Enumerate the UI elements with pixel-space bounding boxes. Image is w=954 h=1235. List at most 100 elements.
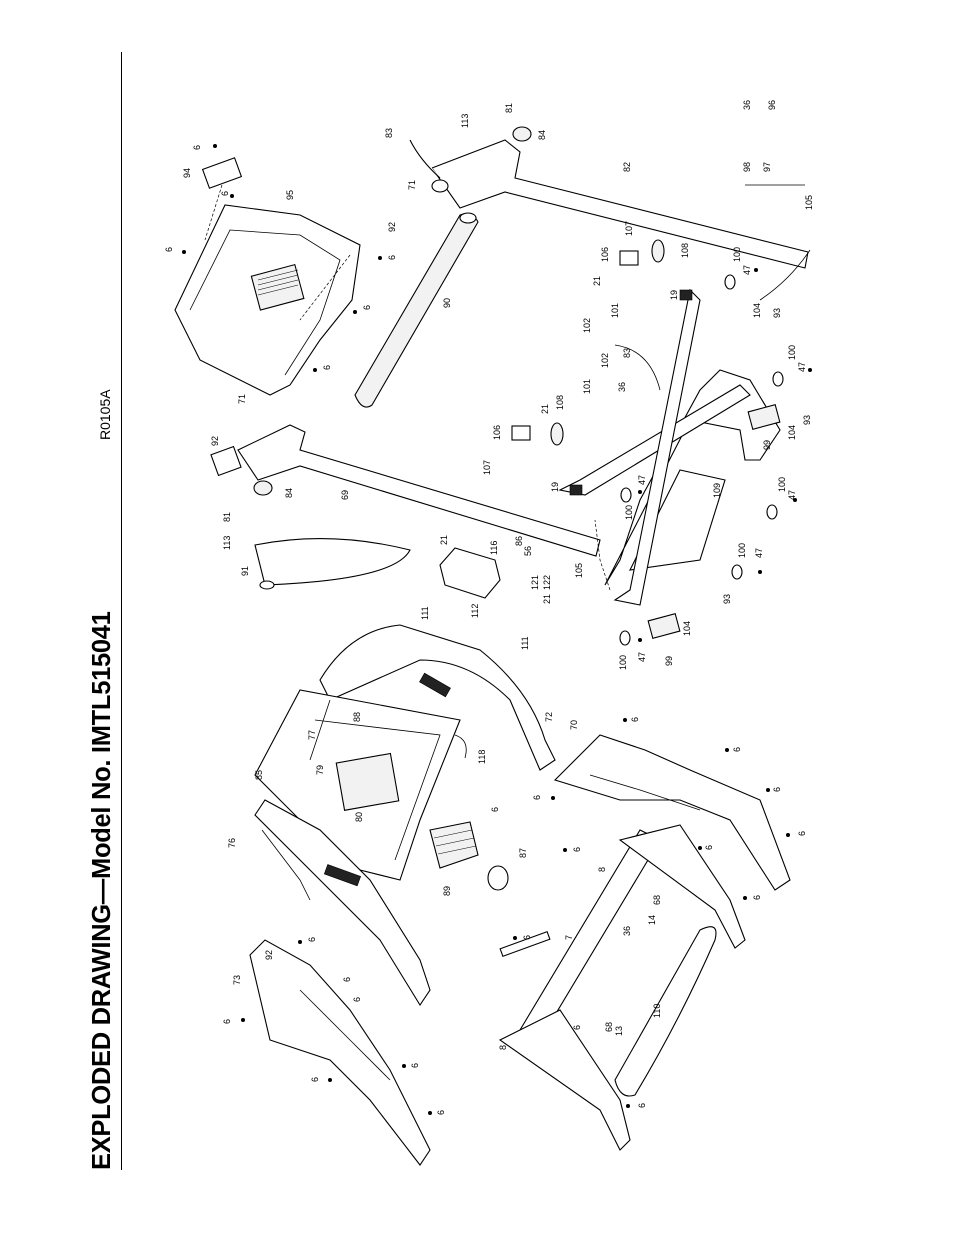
wire-83-lower [614,344,661,391]
callout-118: 118 [477,750,487,764]
callout-96: 96 [767,100,777,110]
callout-71: 71 [407,180,417,190]
wheel-100-d [766,504,778,520]
callout-122: 122 [542,575,552,590]
callout-71: 71 [237,394,247,404]
callout-116: 116 [489,541,499,555]
callout-47: 47 [637,652,647,662]
callout-47: 47 [637,475,647,485]
wheel-100-f [724,274,736,290]
callout-92: 92 [264,950,274,960]
callout-6: 6 [307,937,317,942]
frame-side-b [613,288,701,606]
callout-47: 47 [754,548,764,558]
callout-107: 107 [624,221,634,236]
callout-108: 108 [555,395,565,410]
upright-right-82 [431,139,809,269]
callout-21: 21 [439,535,449,545]
callout-84: 84 [284,488,294,498]
pulley-assembly [253,126,811,599]
shroud-assembly [249,734,791,1166]
callout-68: 68 [604,1022,614,1032]
screws [182,144,812,1115]
callout-77: 77 [307,730,317,740]
crossbar-base [499,930,551,958]
callout-6: 6 [704,845,714,850]
callout-6: 6 [222,1019,232,1024]
bracket-left [210,445,242,477]
cap-19-a [569,484,583,496]
upright-assembly [210,139,809,557]
callout-6: 6 [572,847,582,852]
bracket-94 [201,157,243,189]
callout-107: 107 [482,460,492,475]
callout-104: 104 [752,303,762,318]
callout-113: 113 [460,114,470,128]
callout-92: 92 [210,436,220,446]
callout-6: 6 [436,1110,446,1115]
callout-113: 113 [222,536,232,550]
fan-assembly [429,821,509,891]
shroud-right-inner [589,774,701,811]
fan-87 [487,865,509,891]
callout-6: 6 [797,831,807,836]
lower-frame [558,274,784,646]
callout-90: 90 [442,298,452,308]
fan-grill-89 [429,821,479,869]
callout-6: 6 [490,807,500,812]
callout-79: 79 [315,765,325,775]
callout-36: 36 [742,100,752,110]
callout-83: 83 [384,128,394,138]
shroud-left-73 [249,939,431,1166]
callout-19: 19 [550,482,560,492]
callout-92: 92 [387,222,397,232]
callout-8: 8 [498,1045,508,1050]
callout-72: 72 [544,712,554,722]
lower-frame-inner [629,469,726,571]
foot-99-a [647,613,681,639]
callout-106: 106 [492,425,502,440]
lower-frame-109 [604,369,781,586]
console-housing-72 [319,624,556,771]
callout-36: 36 [617,382,627,392]
callout-21: 21 [540,404,550,414]
cap-19-b [679,289,693,301]
callout-47: 47 [797,362,807,372]
wheel-100-e [772,371,784,387]
callout-7: 7 [564,935,574,940]
callout-105: 105 [804,195,814,210]
callout-105: 105 [574,563,584,578]
callout-6: 6 [352,997,362,1002]
callout-84: 84 [537,130,547,140]
callout-73: 73 [232,975,242,985]
board-79 [335,752,400,811]
callout-6: 6 [310,1077,320,1082]
callout-121: 121 [530,575,540,590]
callout-6: 6 [192,145,202,150]
callout-6: 6 [752,895,762,900]
callout-6: 6 [410,1063,420,1068]
callout-6: 6 [387,255,397,260]
callout-100: 100 [787,345,797,360]
callout-95: 95 [285,190,295,200]
callout-81: 81 [222,512,232,522]
frame-76-inner [261,829,311,901]
callout-6: 6 [164,247,174,252]
base-rail-lower [498,1009,631,1151]
grommet [431,179,449,193]
callout-86: 86 [514,536,524,546]
callout-36: 36 [622,926,632,936]
callout-99: 99 [762,440,772,450]
console-assembly [254,624,556,1007]
callout-80: 80 [354,812,364,822]
upright-left-69 [237,424,601,557]
callout-111: 111 [420,606,430,620]
frame-76 [254,799,431,1007]
base-rail-upper [618,824,746,949]
wheel-100-b [620,487,632,503]
callout-106: 106 [600,247,610,262]
callout-76: 76 [227,838,237,848]
crossbar-end [459,212,477,224]
speaker-grill [419,672,451,698]
